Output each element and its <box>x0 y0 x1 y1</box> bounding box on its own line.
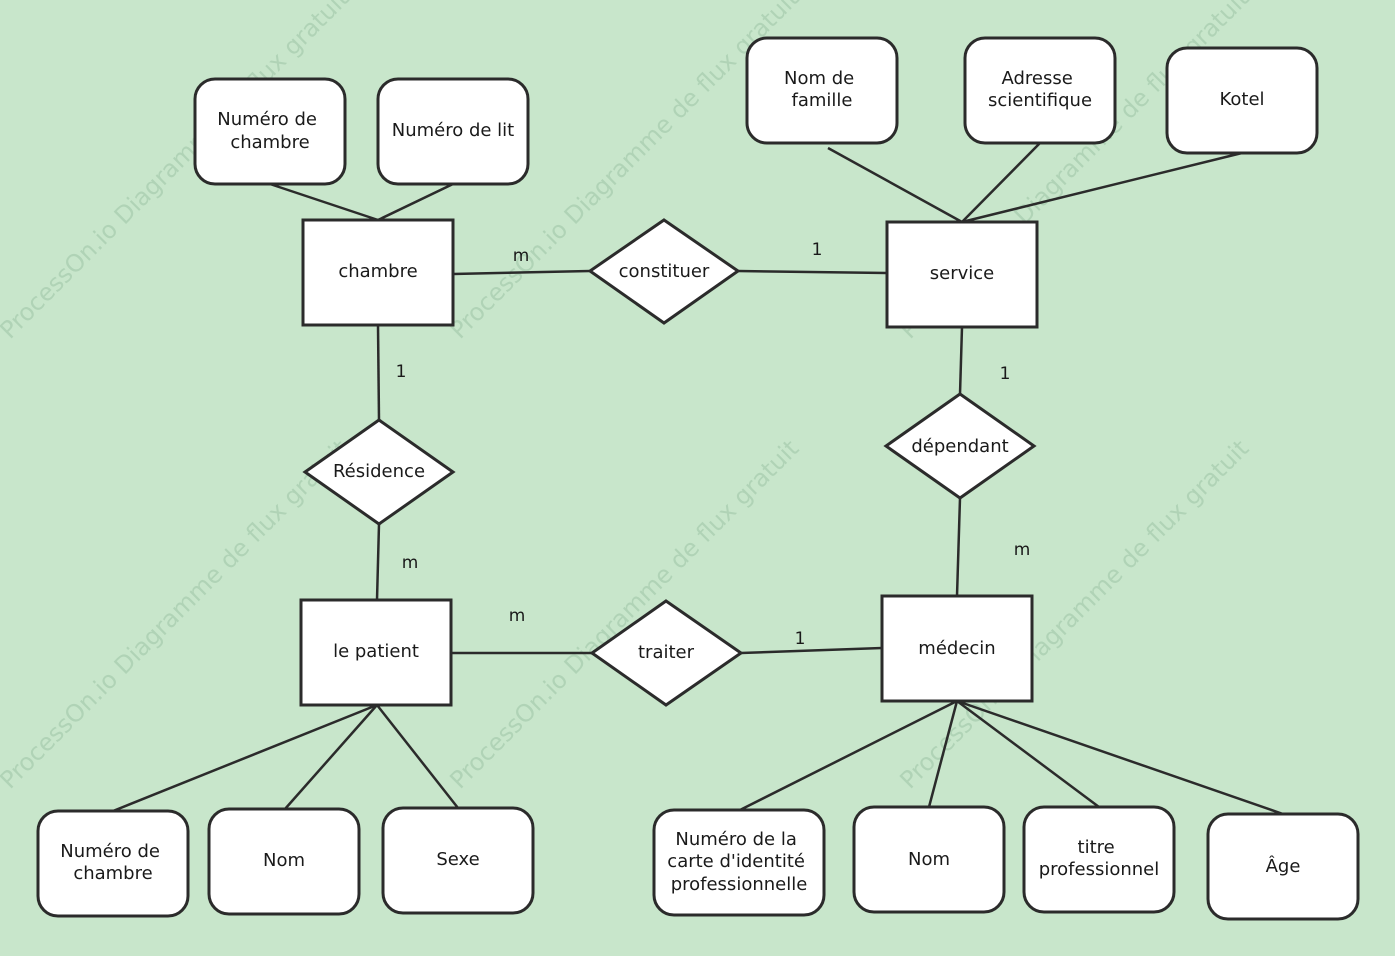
entities: chambre service le patient médecin <box>299 218 1039 707</box>
connectors <box>112 142 1284 816</box>
attr-label: Sexe <box>436 849 479 870</box>
edge-service-attr-nom-famille <box>827 146 963 224</box>
svg-text:Numéro de chambre: Numéro de chambre <box>60 841 165 884</box>
attr-label-line: carte d'identité <box>667 851 805 872</box>
edge-traiter-medecin <box>740 646 883 655</box>
edge-service-dependant <box>958 326 964 395</box>
entity-label: chambre <box>338 261 417 282</box>
attr-medecin-age[interactable]: Âge <box>1206 812 1360 921</box>
relation-label: dépendant <box>911 436 1008 457</box>
watermark: ProcessOn.io Diagramme de flux gratuit <box>444 434 804 794</box>
edge-medecin-attr-titre <box>956 699 1100 809</box>
relation-dependant[interactable]: dépendant <box>883 392 1037 500</box>
attr-label-line: Nom de <box>784 68 854 89</box>
relationships: constituer Résidence dépendant traiter <box>302 218 1037 707</box>
svg-text:Numéro de la carte d'i: Numéro de la carte d'identité profession… <box>667 829 810 895</box>
entity-patient[interactable]: le patient <box>299 598 453 707</box>
edge-dependant-medecin <box>955 497 962 597</box>
edge-medecin-attr-carte <box>739 699 958 812</box>
attributes: Numéro de chambre Numéro de lit Nom de f… <box>36 36 1360 921</box>
attr-label: Nom <box>908 849 950 870</box>
attr-patient-sexe[interactable]: Sexe <box>381 806 535 915</box>
cardinality-service-dependant: 1 <box>1000 364 1011 384</box>
edge-chambre-constituer <box>452 269 591 276</box>
attr-medecin-titre[interactable]: titre professionnel <box>1022 805 1176 914</box>
relation-residence[interactable]: Résidence <box>302 418 456 526</box>
cardinality-medecin-dependant: m <box>1014 540 1031 560</box>
attr-label-line: Numéro de <box>60 841 160 862</box>
relation-label: Résidence <box>333 461 425 482</box>
attr-label-line: chambre <box>230 132 309 153</box>
cardinality-patient-residence: m <box>402 553 419 573</box>
cardinality-chambre-residence: 1 <box>396 362 407 382</box>
attr-label-line: professionnelle <box>671 874 808 895</box>
edge-service-attr-adresse <box>961 142 1041 223</box>
attr-medecin-nom[interactable]: Nom <box>852 805 1006 914</box>
cardinality-medecin-traiter: 1 <box>795 629 806 649</box>
entity-label: médecin <box>918 638 995 659</box>
svg-text:titre professionnel: titre professionnel <box>1039 837 1160 880</box>
edge-constituer-service <box>737 269 888 275</box>
edge-patient-attr-nom <box>284 704 378 810</box>
attr-label-line: Adresse <box>1001 68 1072 89</box>
cardinalities: m 1 1 m 1 m m 1 <box>396 240 1031 649</box>
edge-patient-attr-sexe <box>376 704 459 809</box>
attr-label-line: scientifique <box>988 90 1092 111</box>
attr-chambre-numero-chambre[interactable]: Numéro de chambre <box>193 77 347 186</box>
relation-traiter[interactable]: traiter <box>589 599 744 707</box>
edge-chambre-residence <box>376 324 381 421</box>
svg-text:Numéro de chambre: Numéro de chambre <box>217 109 322 153</box>
attr-chambre-numero-lit[interactable]: Numéro de lit <box>376 77 530 186</box>
svg-text:Nom de famille: Nom de famille <box>784 68 860 111</box>
attr-label: Âge <box>1266 855 1301 877</box>
attr-label: Numéro de lit <box>392 120 515 141</box>
attr-label-line: famille <box>792 90 853 111</box>
edge-medecin-attr-nom <box>927 700 959 808</box>
entity-chambre[interactable]: chambre <box>301 218 455 327</box>
entity-label: service <box>930 263 994 284</box>
relation-constituer[interactable]: constituer <box>587 218 741 325</box>
attr-service-nom-famille[interactable]: Nom de famille <box>745 36 899 145</box>
entity-label: le patient <box>333 641 419 662</box>
attr-label-line: titre <box>1078 837 1115 858</box>
edge-chambre-attr-numero-lit <box>377 182 454 222</box>
attr-label-line: chambre <box>73 863 152 884</box>
edge-service-attr-kotel <box>961 151 1243 224</box>
attr-label: Kotel <box>1219 89 1264 110</box>
cardinality-service-constituer: 1 <box>812 240 823 260</box>
relation-label: traiter <box>638 642 695 663</box>
attr-patient-nom[interactable]: Nom <box>207 807 361 916</box>
relation-label: constituer <box>619 261 710 282</box>
edge-chambre-attr-numero-chambre <box>269 182 379 222</box>
edge-patient-attr-numero-chambre <box>112 703 378 813</box>
svg-text:Adresse scientifique: Adresse scientifique <box>988 68 1092 111</box>
attr-service-adresse[interactable]: Adresse scientifique <box>963 36 1117 145</box>
attr-label-line: professionnel <box>1039 859 1160 880</box>
attr-label: Nom <box>263 850 305 871</box>
attr-service-kotel[interactable]: Kotel <box>1165 46 1319 155</box>
attr-patient-numero-chambre[interactable]: Numéro de chambre <box>36 809 190 918</box>
cardinality-chambre-constituer: m <box>513 246 530 266</box>
attr-label-line: Numéro de <box>217 109 317 130</box>
entity-medecin[interactable]: médecin <box>880 594 1034 703</box>
edge-medecin-attr-age <box>956 699 1284 816</box>
cardinality-patient-traiter: m <box>509 606 526 626</box>
edge-residence-patient <box>375 523 381 601</box>
attr-medecin-carte[interactable]: Numéro de la carte d'identité profession… <box>652 808 826 917</box>
entity-service[interactable]: service <box>885 220 1039 329</box>
attr-label-line: Numéro de la <box>675 829 796 850</box>
